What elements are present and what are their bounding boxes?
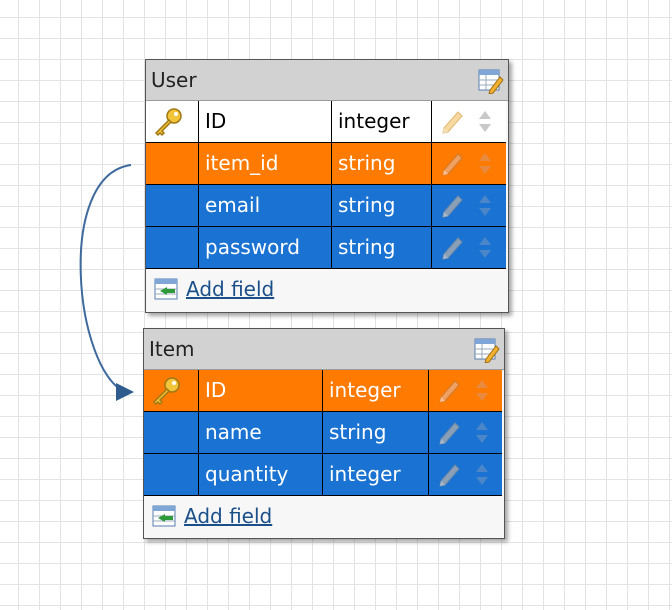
reorder-arrows-icon[interactable] (475, 421, 489, 445)
field-row[interactable]: ID integer (144, 370, 504, 412)
field-row[interactable]: name string (144, 412, 504, 454)
field-name[interactable]: ID (199, 370, 323, 412)
key-cell (144, 412, 199, 454)
pencil-icon[interactable] (437, 419, 463, 445)
field-type[interactable]: integer (332, 101, 432, 143)
field-type[interactable]: string (332, 227, 432, 269)
key-cell (146, 143, 199, 185)
entity-header[interactable]: User (146, 60, 508, 101)
key-icon (152, 377, 180, 406)
pencil-icon[interactable] (437, 377, 463, 403)
add-field-link[interactable]: Add field (184, 504, 273, 528)
field-type[interactable]: integer (323, 370, 429, 412)
field-type[interactable]: string (323, 412, 429, 454)
field-type[interactable]: string (332, 143, 432, 185)
field-name[interactable]: item_id (199, 143, 332, 185)
field-name[interactable]: password (199, 227, 332, 269)
add-field-icon[interactable] (154, 278, 180, 302)
entity-header[interactable]: Item (144, 329, 504, 370)
reorder-arrows-icon[interactable] (475, 379, 489, 403)
field-name[interactable]: ID (199, 101, 332, 143)
pencil-icon[interactable] (437, 461, 463, 487)
field-row[interactable]: ID integer (146, 101, 508, 143)
entity-item[interactable]: Item ID integer (143, 328, 505, 539)
field-actions (432, 143, 506, 185)
key-cell (146, 101, 199, 143)
entity-title: User (151, 68, 197, 92)
key-cell (146, 185, 199, 227)
field-actions (429, 412, 502, 454)
reorder-arrows-icon[interactable] (478, 236, 492, 260)
pencil-icon[interactable] (440, 234, 466, 260)
field-type[interactable]: string (332, 185, 432, 227)
field-actions (432, 227, 506, 269)
pencil-icon[interactable] (440, 150, 466, 176)
edit-table-icon[interactable] (474, 337, 500, 363)
relationship-line (79, 164, 132, 393)
pencil-icon[interactable] (440, 192, 466, 218)
add-field-icon[interactable] (152, 505, 178, 529)
reorder-arrows-icon[interactable] (478, 194, 492, 218)
add-field-link[interactable]: Add field (186, 277, 275, 301)
reorder-arrows-icon[interactable] (478, 152, 492, 176)
key-cell (146, 227, 199, 269)
reorder-arrows-icon[interactable] (478, 110, 492, 134)
pencil-icon[interactable] (440, 108, 466, 134)
reorder-arrows-icon[interactable] (475, 463, 489, 487)
field-name[interactable]: email (199, 185, 332, 227)
entity-title: Item (149, 337, 195, 361)
relationship-arrowhead (116, 383, 134, 401)
field-actions (432, 185, 506, 227)
field-row[interactable]: quantity integer (144, 454, 504, 496)
edit-table-icon[interactable] (478, 68, 504, 94)
field-row[interactable]: item_id string (146, 143, 508, 185)
add-field-row: Add field (146, 269, 508, 309)
field-type[interactable]: integer (323, 454, 429, 496)
field-row[interactable]: email string (146, 185, 508, 227)
key-icon (154, 108, 182, 137)
field-name[interactable]: quantity (199, 454, 323, 496)
entity-user[interactable]: User ID integer (145, 59, 509, 313)
key-cell (144, 454, 199, 496)
field-actions (432, 101, 506, 143)
add-field-row: Add field (144, 496, 504, 536)
key-cell (144, 370, 199, 412)
field-actions (429, 454, 502, 496)
field-row[interactable]: password string (146, 227, 508, 269)
field-name[interactable]: name (199, 412, 323, 454)
field-actions (429, 370, 502, 412)
